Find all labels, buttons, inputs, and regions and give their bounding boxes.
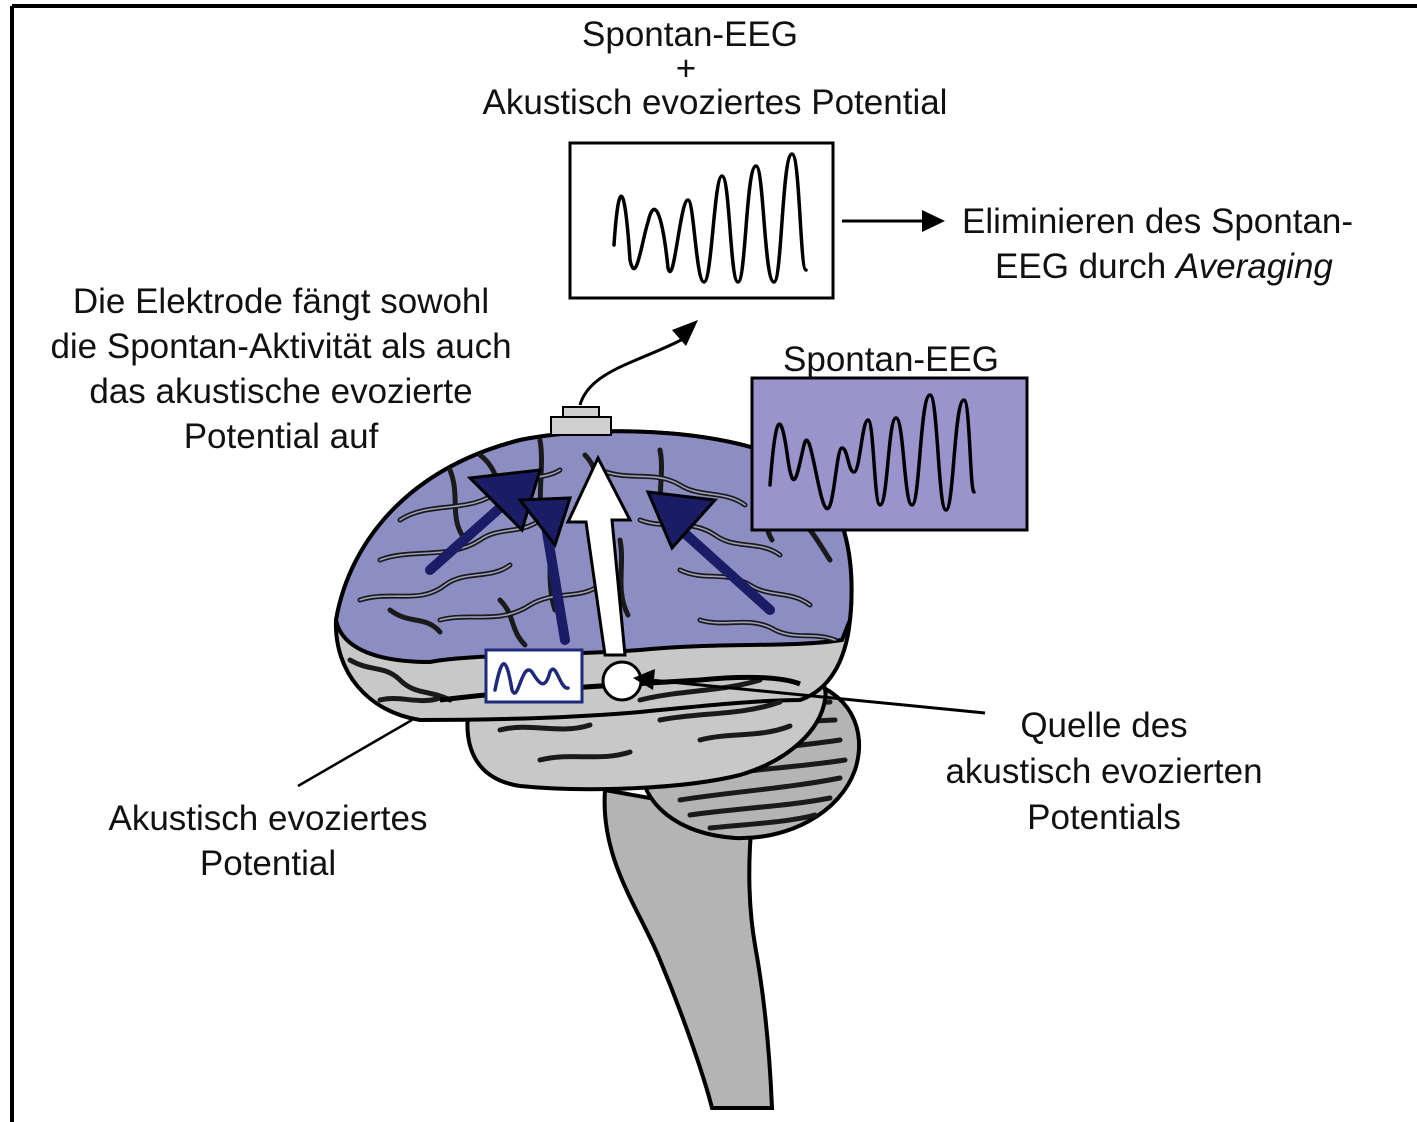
source-label-line-3: Potentials bbox=[1027, 798, 1181, 837]
electrode-note-line-2: die Spontan-Aktivität als auch bbox=[50, 327, 511, 366]
aep-label: Akustisch evoziertes Potential bbox=[108, 799, 427, 883]
aep-signal-box bbox=[486, 650, 582, 702]
spontan-eeg-label: Spontan-EEG bbox=[783, 340, 999, 379]
elimination-line-2: EEG durch Averaging bbox=[995, 247, 1333, 286]
header-line-2: Akustisch evoziertes Potential bbox=[483, 83, 948, 122]
elimination-line-1: Eliminieren des Spontan- bbox=[962, 202, 1353, 241]
source-label: Quelle des akustisch evozierten Potentia… bbox=[945, 706, 1262, 837]
combined-eeg-box bbox=[570, 143, 833, 298]
source-label-line-2: akustisch evozierten bbox=[945, 752, 1262, 791]
averaging-term: Averaging bbox=[1174, 247, 1334, 286]
spontan-eeg-box bbox=[752, 378, 1027, 530]
aep-pointer bbox=[298, 720, 412, 786]
elimination-label: Eliminieren des Spontan- EEG durch Avera… bbox=[962, 202, 1353, 286]
aep-label-line-2: Potential bbox=[200, 844, 336, 883]
elimination-arrow bbox=[842, 210, 945, 232]
electrode-note-label: Die Elektrode fängt sowohl die Spontan-A… bbox=[50, 282, 511, 456]
electrode-note-line-3: das akustische evozierte bbox=[89, 372, 472, 411]
aep-source-circle bbox=[603, 662, 641, 700]
electrode-note-line-1: Die Elektrode fängt sowohl bbox=[73, 282, 489, 321]
electrode bbox=[551, 407, 611, 435]
aep-label-line-1: Akustisch evoziertes bbox=[108, 799, 427, 838]
electrode-to-box-arrow bbox=[580, 320, 698, 405]
electrode-note-line-4: Potential auf bbox=[184, 417, 379, 456]
header-label: Spontan-EEG + Akustisch evoziertes Poten… bbox=[483, 15, 948, 122]
source-label-line-1: Quelle des bbox=[1020, 706, 1187, 745]
